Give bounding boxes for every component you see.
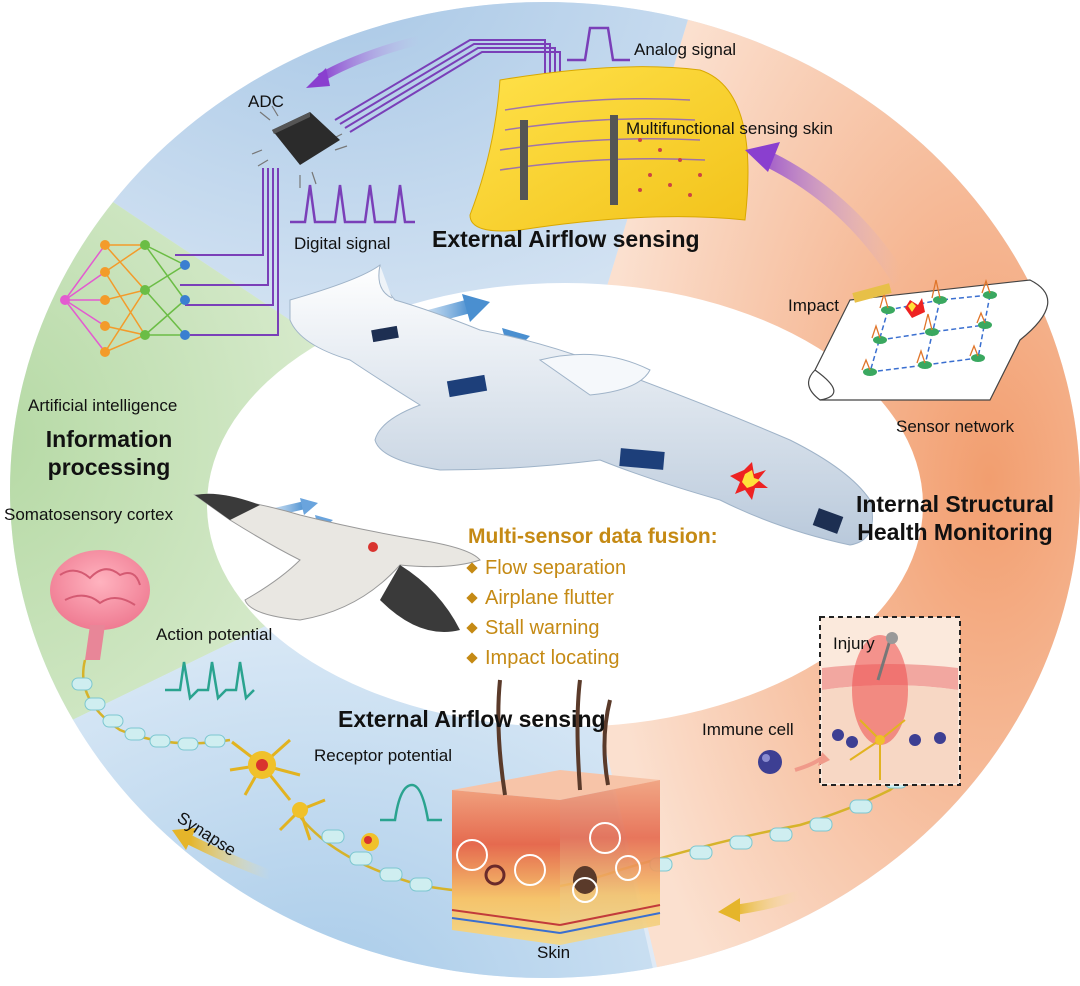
fusion-item: Stall warning (466, 613, 718, 643)
fusion-item-label: Airplane flutter (485, 587, 614, 609)
digital-signal-label: Digital signal (294, 234, 391, 253)
diamond-bullet-icon (466, 592, 478, 604)
injury-inset-icon (819, 616, 961, 786)
adc-chip-icon (251, 105, 348, 188)
sensor-network-label: Sensor network (896, 417, 1015, 436)
fusion-item: Flow separation (466, 553, 718, 583)
fusion-item: Impact locating (466, 643, 718, 673)
digital-signal-icon (290, 184, 415, 224)
arrow-head-skin (745, 142, 780, 172)
neural-network-icon (60, 240, 190, 357)
adc-label: ADC (248, 92, 284, 111)
synapse-arrow-head (172, 828, 196, 850)
fusion-item-label: Stall warning (485, 617, 600, 639)
center-ellipse (207, 283, 923, 727)
action-potential-label: Action potential (156, 625, 273, 644)
diamond-bullet-icon (466, 652, 478, 664)
skin-label: Skin (537, 943, 571, 962)
arrow-to-adc (317, 35, 422, 82)
skin-cross-section-icon (451, 679, 661, 945)
diamond-bullet-icon (466, 622, 478, 634)
action-potential-icon (165, 661, 255, 701)
bird-icon (193, 493, 481, 632)
fusion-title: Multi-sensor data fusion: (468, 525, 718, 548)
arrow-head-adc (306, 68, 330, 88)
receptor-potential-icon (380, 783, 442, 822)
fusion-item-label: Flow separation (485, 557, 627, 579)
fusion-item-label: Impact locating (485, 647, 620, 669)
external-airflow-title-bottom: External Airflow sensing (338, 706, 606, 732)
injury-label: Injury (833, 634, 875, 653)
artificial-intelligence-label: Artificial intelligence (28, 396, 178, 415)
impact-label: Impact (788, 296, 840, 315)
sensing-skin-icon (469, 66, 749, 232)
analog-signal-label: Analog signal (634, 40, 737, 59)
sensing-skin-label: Multifunctional sensing skin (626, 119, 833, 138)
synapse-arrow (187, 835, 272, 880)
diamond-bullet-icon (466, 562, 478, 574)
receptor-potential-label: Receptor potential (314, 746, 452, 765)
arrow-head-bottom-right (718, 898, 740, 922)
arrow-bottom-right (734, 890, 802, 915)
immune-cell-label: Immune cell (702, 720, 794, 739)
information-processing-title: Information processing (45, 426, 173, 480)
somatosensory-cortex-label: Somatosensory cortex (4, 505, 174, 524)
brain-icon (50, 550, 150, 660)
airplane-icon (289, 264, 873, 546)
multi-sensor-fusion-box: Multi-sensor data fusion: Flow separatio… (466, 525, 718, 673)
immune-cell-icon (758, 750, 830, 774)
external-airflow-title-top: External Airflow sensing (432, 226, 700, 252)
analog-signal-icon (567, 26, 630, 62)
arrow-sensor-to-skin (766, 152, 907, 285)
neuron-icon (229, 738, 379, 851)
internal-structural-title: Internal Structural Health Monitoring (855, 491, 1055, 545)
fusion-item: Airplane flutter (466, 583, 718, 613)
sensor-network-icon (808, 278, 1049, 401)
